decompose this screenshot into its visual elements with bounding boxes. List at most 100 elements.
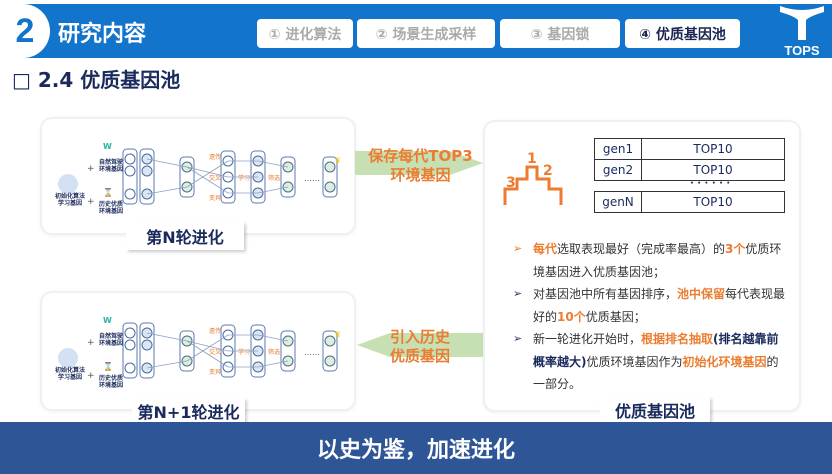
- import-label-line1: 引入历史: [389, 328, 450, 346]
- plus-sign: +: [87, 371, 95, 381]
- rank-1-digit: 1: [527, 151, 537, 167]
- tab-evolution-algorithm[interactable]: ① 进化算法: [257, 19, 353, 48]
- tops-logo: TOPS: [776, 2, 828, 60]
- bullet-text: 每代: [533, 242, 558, 256]
- plus-sign: +: [87, 197, 95, 207]
- logo-icon: [780, 6, 824, 40]
- plus-sign: +: [87, 338, 95, 348]
- neuron-node: [324, 335, 336, 347]
- init-label: 初始化算法: [55, 192, 85, 200]
- natural-label: 环境基因: [99, 165, 123, 173]
- connection-line: [146, 158, 188, 168]
- rank-3-digit: 3: [506, 175, 516, 191]
- bullet-text: 根据排名抽取: [641, 332, 714, 346]
- bullet-text: 新一轮进化开始时，: [533, 332, 642, 346]
- neuron-node: [141, 339, 153, 351]
- connection-line: [257, 360, 289, 368]
- neuron-node: [124, 339, 136, 351]
- crown-icon: ♛: [334, 330, 341, 339]
- op-filter: 筛选: [268, 174, 280, 182]
- neuron-node: [124, 362, 136, 374]
- brain-icon: [58, 348, 78, 368]
- layer-box: [139, 148, 155, 205]
- bullet-text: 3个: [725, 242, 746, 256]
- neuron-node: [124, 153, 136, 165]
- op-inherit: 遗传: [209, 327, 221, 335]
- bullet-text: 池中保留: [677, 287, 726, 301]
- arrow-right-save: [355, 151, 483, 175]
- gene-pool-bullets: ➢每代选取表现最好（完成率最高）的3个优质环境基因进入优质基因池；➢对基因池中所…: [513, 238, 788, 396]
- layer-box: [322, 330, 338, 372]
- round-n1-caption: 第N+1轮进化: [132, 398, 245, 424]
- op-mutate: 变异: [209, 194, 221, 202]
- logo-text: TOPS: [784, 43, 820, 58]
- bullet-text: 选取表现最好（完成率最高）的: [557, 242, 726, 256]
- bullet-text: 优质环境基因作为: [586, 354, 683, 369]
- history-label: 环境基因: [99, 207, 123, 215]
- bullet-item: ➢新一轮进化开始时，根据排名抽取(排名越靠前概率越大)优质环境基因作为初始化环境…: [513, 328, 788, 396]
- arrow-left-import: [357, 333, 485, 357]
- neuron-node: [324, 181, 336, 193]
- natural-label: 自然驾驶: [99, 332, 124, 340]
- bullet-text: 10个: [557, 309, 586, 324]
- neuron-node: [324, 355, 336, 367]
- evolution-diagram: 初始化算法学习基因++W自然驾驶环境基因⌛历史优质环境基因遗传交叉变异学习筛选……: [55, 142, 341, 215]
- round-n-caption: 第N轮进化: [126, 222, 244, 250]
- neuron-node: [324, 161, 336, 173]
- dna-icon: ⌛: [103, 361, 113, 371]
- op-learn: 学习: [238, 174, 250, 182]
- section-number-badge: 2: [0, 4, 50, 58]
- import-history-label: 引入历史 优质基因: [370, 328, 470, 366]
- init-label: 学习基因: [58, 373, 82, 381]
- natural-label: 环境基因: [99, 339, 123, 347]
- connection-line: [186, 340, 229, 352]
- connection-line: [146, 332, 188, 342]
- neuron-node: [141, 165, 153, 177]
- save-label-line2: 环境基因: [390, 166, 451, 184]
- op-inherit: 遗传: [209, 153, 221, 161]
- connection-line: [186, 160, 229, 188]
- gen-cell: gen1: [594, 138, 642, 160]
- waymo-logo-icon: W: [103, 316, 112, 325]
- import-label-line2: 优质基因: [389, 347, 450, 365]
- table-ellipsis: · · · · · ·: [690, 178, 731, 189]
- bullet-text: 每代表现最好的: [533, 287, 786, 324]
- ranking-podium-icon: 1 2 3: [503, 151, 563, 205]
- gene-pool-caption: 优质基因池: [600, 397, 710, 423]
- rank-2-digit: 2: [543, 163, 553, 179]
- crown-icon: ♛: [334, 156, 341, 165]
- plus-sign: +: [87, 164, 95, 174]
- bullet-text: 优质基因；: [585, 309, 646, 324]
- bullet-item: ➢每代选取表现最好（完成率最高）的3个优质环境基因进入优质基因池；: [513, 238, 788, 283]
- op-mutate: 变异: [209, 368, 221, 376]
- gen-cell: gen2: [594, 159, 642, 181]
- op-cross: 交叉: [209, 348, 221, 356]
- op-filter: 筛选: [268, 348, 280, 356]
- ellipsis: ……: [304, 174, 320, 183]
- tab-gene-pool[interactable]: ④ 优质基因池: [625, 19, 740, 48]
- layer-box: [122, 322, 138, 379]
- op-learn: 学习: [238, 348, 250, 356]
- section-title: □ 2.4 优质基因池: [12, 68, 181, 92]
- init-label: 初始化算法: [55, 366, 85, 374]
- connection-line: [257, 334, 289, 342]
- neuron-node: [124, 188, 136, 200]
- connection-line: [257, 160, 289, 168]
- op-cross: 交叉: [209, 174, 221, 182]
- connection-line: [257, 186, 289, 194]
- history-label: 历史优质: [99, 374, 123, 382]
- bullet-arrow-icon: ➢: [513, 332, 523, 345]
- bullet-text: 的一部分。: [533, 354, 779, 392]
- gen-cell: genN: [594, 191, 642, 213]
- layer-box: [122, 148, 138, 205]
- footer-slogan: 以史为鉴，加速进化: [0, 422, 832, 474]
- tab-scenario-sampling[interactable]: ② 场景生成采样: [357, 19, 495, 48]
- tab-gene-lock[interactable]: ③ 基因锁: [500, 19, 620, 48]
- layer-box: [179, 156, 195, 198]
